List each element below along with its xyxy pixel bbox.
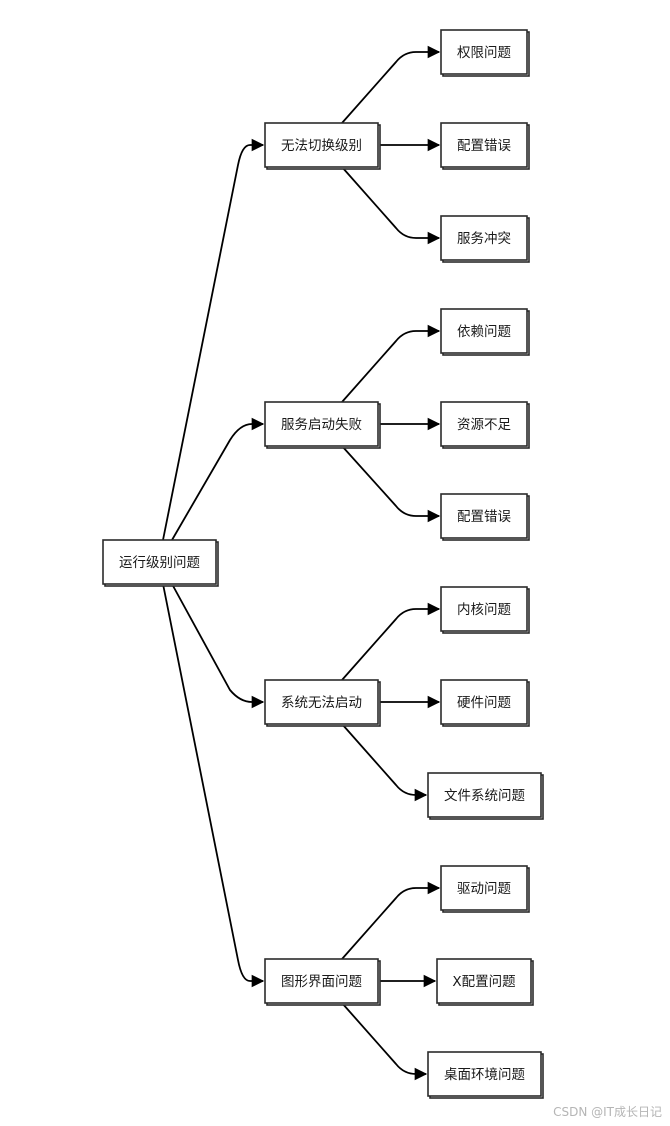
branch-node-2-box [264,401,379,447]
edge-branch-3-to-leaf-3 [341,723,428,802]
edge-root-to-branch-2 [171,417,265,541]
edge-root-to-branch-4 [162,583,265,988]
edge-branch-3-to-leaf-1 [341,602,441,681]
edge-branch-2-to-leaf-3 [341,445,441,523]
node-layer: 运行级别问题无法切换级别权限问题配置错误服务冲突服务启动失败依赖问题资源不足配置… [102,29,544,1099]
root-node-label: 运行级别问题 [119,555,200,571]
branch-node-1-label: 无法切换级别 [281,138,362,154]
leaf-node-3-3-box [427,772,542,818]
branch-node-3: 系统无法启动 [264,679,381,727]
branch-node-1: 无法切换级别 [264,122,381,170]
leaf-node-2-1-label: 依赖问题 [457,324,511,340]
leaf-node-4-1: 驱动问题 [440,865,530,913]
leaf-node-2-2-box [440,401,528,447]
edge-branch-4-to-leaf-3 [341,1002,428,1081]
leaf-node-3-2: 硬件问题 [440,679,530,727]
leaf-node-2-2-label: 资源不足 [457,417,511,433]
branch-node-2: 服务启动失败 [264,401,381,449]
leaf-node-1-2-label: 配置错误 [457,138,511,154]
watermark-text: CSDN @IT成长日记 [553,1105,662,1119]
root-node: 运行级别问题 [102,539,219,587]
leaf-node-4-3-box [427,1051,542,1097]
leaf-node-3-2-label: 硬件问题 [457,695,511,711]
leaf-node-1-2-box [440,122,528,168]
leaf-node-3-2-box [440,679,528,725]
leaf-node-1-1-label: 权限问题 [457,44,511,61]
leaf-node-3-1-label: 内核问题 [457,602,511,618]
leaf-node-3-1-box [440,586,528,632]
leaf-node-1-1-box [440,29,528,75]
branch-node-3-label: 系统无法启动 [281,695,362,711]
root-node-box [102,539,217,585]
edge-root-to-branch-3 [171,583,265,709]
leaf-node-1-2: 配置错误 [440,122,530,170]
branch-node-4-label: 图形界面问题 [281,974,362,990]
branch-node-3-box [264,679,379,725]
branch-node-4-box [264,958,379,1004]
leaf-node-2-1-box [440,308,528,354]
leaf-node-1-3-label: 服务冲突 [457,231,511,247]
edge-layer [162,45,441,1081]
branch-node-2-label: 服务启动失败 [281,417,362,433]
leaf-node-4-2-box [436,958,532,1004]
edge-root-to-branch-1 [162,138,265,541]
leaf-node-4-3-label: 桌面环境问题 [444,1067,525,1083]
leaf-node-4-1-box [440,865,528,911]
branch-node-1-box [264,122,379,168]
leaf-node-3-1: 内核问题 [440,586,530,634]
leaf-node-4-2-label: X配置问题 [452,974,515,990]
leaf-node-2-3: 配置错误 [440,493,530,541]
edge-branch-2-to-leaf-1 [341,324,441,403]
leaf-node-1-3-box [440,215,528,261]
leaf-node-3-3: 文件系统问题 [427,772,544,820]
leaf-node-3-3-label: 文件系统问题 [444,788,525,804]
leaf-node-4-1-label: 驱动问题 [457,881,511,897]
leaf-node-2-2: 资源不足 [440,401,530,449]
leaf-node-2-3-box [440,493,528,539]
branch-node-4: 图形界面问题 [264,958,381,1006]
leaf-node-1-1: 权限问题 [440,29,530,77]
edge-branch-1-to-leaf-1 [341,45,441,124]
edge-branch-4-to-leaf-1 [341,881,441,960]
leaf-node-4-3: 桌面环境问题 [427,1051,544,1099]
leaf-node-2-1: 依赖问题 [440,308,530,356]
leaf-node-1-3: 服务冲突 [440,215,530,263]
edge-branch-1-to-leaf-3 [341,166,441,245]
leaf-node-2-3-label: 配置错误 [457,509,511,525]
leaf-node-4-2: X配置问题 [436,958,534,1006]
